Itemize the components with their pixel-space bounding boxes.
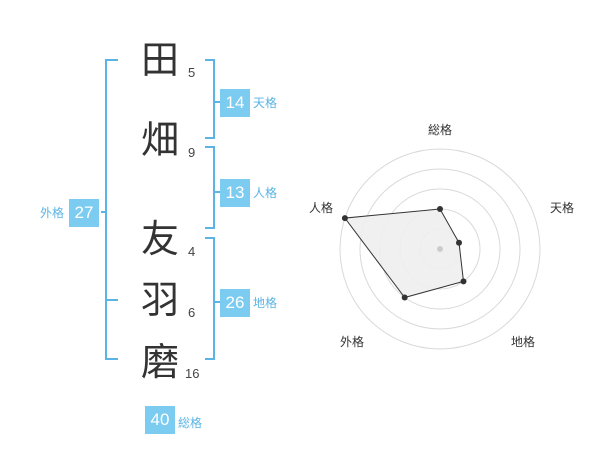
- soukaku-value: 40: [145, 406, 175, 434]
- name-char-2: 畑: [140, 118, 179, 162]
- radar-point: [437, 206, 443, 212]
- brackets: [101, 59, 220, 360]
- jinkaku-label: 人格: [253, 186, 278, 200]
- jinkaku-bracket: [205, 146, 220, 229]
- tenkaku-label: 天格: [253, 96, 278, 110]
- radar-point: [460, 278, 467, 285]
- tenkaku-value: 14: [220, 89, 250, 117]
- radar-center: [437, 246, 443, 252]
- chikaku-bracket: [205, 237, 220, 360]
- name-char-3: 友: [140, 217, 179, 261]
- radar-point: [456, 239, 462, 246]
- radar-polygon: [343, 208, 465, 299]
- radar-axis-label-gaikaku: 外格: [340, 335, 365, 349]
- radar-axis-label-chikaku: 地格: [511, 335, 536, 349]
- radar-axis-label-tenkaku: 天格: [550, 201, 575, 215]
- stroke-count-4: 6: [188, 305, 196, 320]
- stroke-count-1: 5: [188, 65, 196, 80]
- jinkaku-value: 13: [220, 179, 250, 207]
- radar-points: [341, 206, 467, 301]
- name-char-5: 磨: [140, 340, 179, 384]
- radar-chart: [339, 148, 541, 350]
- chikaku-value: 26: [220, 289, 250, 317]
- outer-bracket: [105, 59, 118, 360]
- tenkaku-bracket: [205, 59, 220, 139]
- radar-ring: [339, 148, 541, 350]
- radar-point: [401, 294, 408, 301]
- radar-ring: [359, 168, 521, 330]
- chikaku-label: 地格: [253, 296, 278, 310]
- gaikaku-label: 外格: [40, 206, 65, 220]
- stroke-count-3: 4: [188, 244, 196, 259]
- name-char-4: 羽: [140, 278, 179, 322]
- stroke-count-5: 16: [185, 366, 200, 381]
- radar-axis-label-jinkaku: 人格: [309, 201, 334, 215]
- soukaku-label: 総格: [178, 416, 203, 430]
- name-char-1: 田: [140, 38, 179, 82]
- gaikaku-value: 27: [69, 199, 99, 227]
- stroke-count-2: 9: [188, 145, 196, 160]
- radar-point: [341, 215, 348, 222]
- radar-axis-label-soukaku: 総格: [428, 123, 453, 137]
